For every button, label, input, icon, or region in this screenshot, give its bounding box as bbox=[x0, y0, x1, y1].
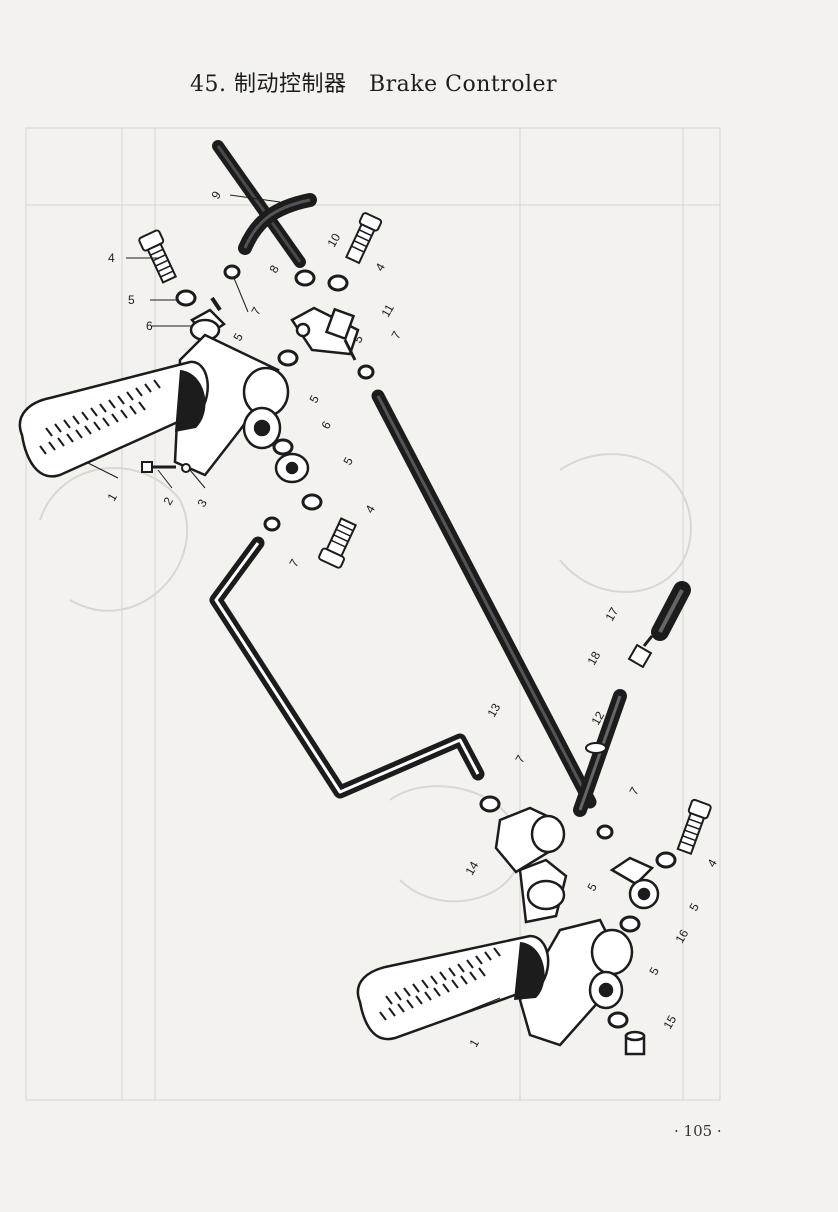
callout-5-b: 5 bbox=[230, 330, 246, 343]
screw-2 bbox=[141, 461, 191, 473]
bleed-through-illustration bbox=[39, 453, 692, 903]
roller-bushing-upper bbox=[242, 366, 310, 484]
bolt-4-lower bbox=[676, 798, 712, 856]
callout-6-upper: 6 bbox=[146, 319, 153, 333]
callout-9: 9 bbox=[208, 188, 224, 201]
lever-14 bbox=[494, 806, 568, 924]
callout-18: 18 bbox=[584, 649, 603, 668]
nut-15 bbox=[624, 1030, 646, 1056]
roller-bushing-lower bbox=[588, 928, 634, 1010]
bleed-through-table bbox=[25, 127, 721, 1101]
callout-5-f: 5 bbox=[584, 880, 600, 893]
callout-4-upper-right: 4 bbox=[372, 260, 388, 273]
bolt-4-upper-left bbox=[138, 229, 178, 284]
callout-5-h: 5 bbox=[646, 964, 662, 977]
leader-lines bbox=[85, 194, 501, 1015]
callout-7-c: 7 bbox=[286, 556, 302, 569]
callout-7-b: 7 bbox=[388, 328, 404, 341]
callout-5-a: 5 bbox=[128, 293, 135, 307]
bolt-4-middle bbox=[318, 517, 358, 569]
rod-13 bbox=[209, 536, 485, 799]
callout-13: 13 bbox=[484, 701, 503, 720]
pedal-1-upper bbox=[18, 360, 209, 478]
callout-3: 3 bbox=[194, 496, 210, 509]
callout-17: 17 bbox=[602, 605, 621, 624]
callout-4-lower: 4 bbox=[704, 856, 720, 869]
callout-1-lower: 1 bbox=[466, 1036, 482, 1049]
nipple-17 bbox=[627, 635, 654, 669]
page-number: · 105 · bbox=[674, 1122, 722, 1140]
callout-10: 10 bbox=[324, 231, 343, 250]
callout-4-middle: 4 bbox=[362, 502, 378, 515]
bolt-4-upper-right bbox=[345, 212, 383, 265]
callout-4-upper-left: 4 bbox=[108, 251, 115, 265]
callout-15: 15 bbox=[660, 1013, 679, 1032]
callout-5-g: 5 bbox=[686, 900, 702, 913]
callout-12: 12 bbox=[588, 709, 607, 728]
pedal-1-lower bbox=[356, 934, 550, 1041]
callout-7-a: 7 bbox=[248, 304, 264, 317]
washers-lower bbox=[479, 795, 677, 1029]
callout-11: 11 bbox=[378, 301, 397, 319]
callout-6-middle: 6 bbox=[318, 418, 334, 431]
callout-7-e: 7 bbox=[626, 784, 642, 797]
clevis-lower bbox=[609, 856, 660, 910]
callout-16: 16 bbox=[672, 927, 691, 946]
page-title: 45. 制动控制器 Brake Controler bbox=[190, 72, 558, 97]
clevis-joint-11 bbox=[290, 306, 360, 361]
callout-5-d: 5 bbox=[306, 392, 322, 405]
callout-1-upper: 1 bbox=[104, 490, 120, 503]
callout-14: 14 bbox=[462, 859, 481, 878]
callout-5-e: 5 bbox=[340, 454, 356, 467]
bushing-6-upper bbox=[189, 296, 226, 342]
callout-8: 8 bbox=[266, 262, 282, 275]
callout-2: 2 bbox=[160, 494, 176, 507]
